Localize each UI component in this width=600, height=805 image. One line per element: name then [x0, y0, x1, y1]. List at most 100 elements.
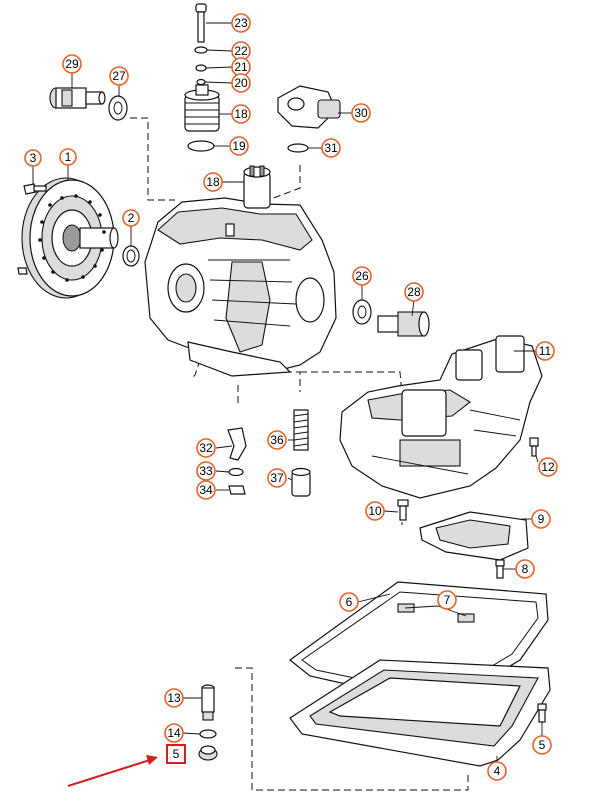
highlight-part-5-label: 5: [173, 747, 180, 761]
plug-part-37: [291, 467, 311, 497]
callout-12-label: 12: [541, 460, 555, 474]
nut-part-34: [228, 485, 246, 495]
callout-26: 26: [352, 266, 372, 286]
callout-9: 9: [531, 509, 551, 529]
callout-26-label: 26: [355, 269, 369, 283]
callout-36-label: 36: [270, 433, 284, 447]
callout-1-label: 1: [65, 150, 72, 164]
callout-19: 19: [229, 136, 249, 156]
bolt-part-12: [529, 437, 539, 457]
callout-20: 20: [231, 73, 251, 93]
bolt-part-10: [397, 499, 409, 521]
callout-7-label: 7: [444, 593, 451, 607]
leader-lines: [32, 22, 543, 762]
callout-29-label: 29: [65, 57, 79, 71]
bolt-part-5-right: [537, 703, 547, 723]
washer-part-22: [194, 46, 208, 54]
callout-18-top: 18: [231, 104, 251, 124]
o-ring-part-20: [196, 78, 206, 86]
highlight-part-5: 5: [166, 744, 186, 764]
callout-5-right: 5: [532, 735, 552, 755]
bolt-part-8: [495, 559, 505, 579]
bolt-part-3: [23, 183, 47, 195]
callout-27-label: 27: [112, 69, 126, 83]
callout-3-label: 3: [30, 151, 37, 165]
valve-body-part-11: [339, 335, 543, 499]
bolt-lower-left: [17, 267, 28, 275]
callout-30: 30: [351, 103, 371, 123]
seal-part-27: [108, 95, 128, 121]
callout-27: 27: [109, 66, 129, 86]
callout-2-label: 2: [128, 211, 135, 225]
callout-6: 6: [339, 592, 359, 612]
bolt-part-23: [195, 3, 207, 43]
oil-pan-part-4: [289, 659, 551, 767]
callout-30-label: 30: [354, 106, 368, 120]
callout-18-top-label: 18: [234, 107, 248, 121]
seal-part-2: [122, 245, 140, 267]
callout-3: 3: [24, 149, 42, 167]
callout-4: 4: [487, 761, 507, 781]
oil-pipe-part-32: [227, 427, 247, 461]
callout-32: 32: [196, 438, 216, 458]
callout-4-label: 4: [494, 764, 501, 778]
callout-7: 7: [437, 590, 457, 610]
callout-20-label: 20: [234, 76, 248, 90]
callout-2: 2: [122, 209, 140, 227]
drain-plug-part-5: [198, 745, 218, 761]
callout-14: 14: [164, 723, 184, 743]
callout-37: 37: [267, 468, 287, 488]
callout-33: 33: [196, 461, 216, 481]
callout-34: 34: [196, 480, 216, 500]
callout-18-housing: 18: [203, 172, 223, 192]
callout-13: 13: [164, 688, 184, 708]
callout-19-label: 19: [232, 139, 246, 153]
callout-34-label: 34: [199, 483, 213, 497]
callout-22: 22: [231, 41, 251, 61]
callout-8: 8: [515, 559, 535, 579]
callout-37-label: 37: [270, 471, 284, 485]
callout-28-label: 28: [407, 285, 421, 299]
callout-21-label: 21: [234, 60, 248, 74]
transmission-housing: [144, 165, 337, 377]
callout-32-label: 32: [199, 441, 213, 455]
flange-shaft-part-28: [377, 311, 430, 337]
callout-8-label: 8: [522, 562, 529, 576]
callout-6-label: 6: [346, 595, 353, 609]
callout-31: 31: [321, 138, 341, 158]
callout-33-label: 33: [199, 464, 213, 478]
callout-22-label: 22: [234, 44, 248, 58]
callout-28: 28: [404, 282, 424, 302]
callout-31-label: 31: [324, 141, 338, 155]
callout-23: 23: [231, 13, 251, 33]
callout-11-label: 11: [539, 344, 552, 358]
callout-21: 21: [231, 57, 251, 77]
drain-tube-part-13: [201, 684, 215, 721]
seal-part-26: [352, 299, 372, 325]
filter-part-9: [419, 511, 529, 561]
callout-13-label: 13: [167, 691, 181, 705]
o-ring-part-21: [195, 64, 207, 72]
callout-11: 11: [535, 341, 555, 361]
callout-9-label: 9: [538, 512, 545, 526]
spring-part-36: [293, 409, 309, 451]
callout-18-housing-label: 18: [206, 175, 220, 189]
pointer-arrow: [67, 755, 158, 787]
callout-29: 29: [62, 54, 82, 74]
sensor-part-30: [277, 85, 341, 129]
callout-1: 1: [59, 148, 77, 166]
callout-10-label: 10: [368, 504, 382, 518]
o-ring-part-31: [287, 143, 309, 153]
flange-shaft-part-29: [49, 87, 106, 109]
callout-23-label: 23: [234, 16, 248, 30]
callout-12: 12: [538, 457, 558, 477]
torque-converter: [21, 177, 119, 299]
callout-5-right-label: 5: [539, 738, 546, 752]
o-ring-part-14: [199, 729, 217, 739]
seal-part-33: [228, 467, 244, 477]
callout-36: 36: [267, 430, 287, 450]
o-ring-part-19: [187, 140, 215, 152]
callout-14-label: 14: [167, 726, 181, 740]
callout-10: 10: [365, 501, 385, 521]
